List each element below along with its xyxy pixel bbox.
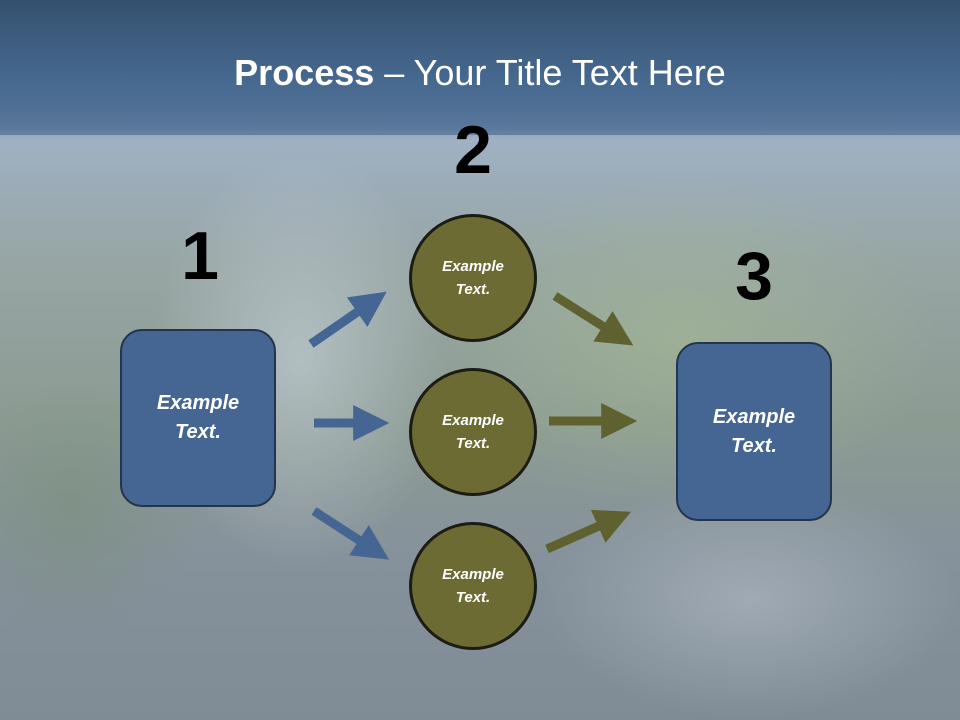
arrow-blue-up: [308, 291, 387, 348]
slide-title: Process – Your Title Text Here: [0, 52, 960, 94]
circle-bottom-text: Example Text.: [442, 565, 504, 606]
arrow-olive-up: [545, 509, 632, 554]
circle-bottom[interactable]: Example Text.: [409, 522, 537, 650]
title-bar: [0, 0, 960, 135]
title-bold: Process: [234, 52, 375, 93]
step-number-1: 1: [181, 218, 219, 294]
right-box-text: Example Text.: [712, 405, 796, 457]
right-box[interactable]: Example Text.: [676, 342, 832, 521]
circle-middle[interactable]: Example Text.: [409, 368, 537, 496]
circle-top[interactable]: Example Text.: [409, 214, 537, 342]
step-number-2: 2: [454, 112, 492, 188]
left-box-text: Example Text.: [156, 392, 240, 443]
arrow-blue-down: [311, 507, 390, 560]
left-box[interactable]: Example Text.: [120, 329, 276, 507]
circle-middle-text: Example Text.: [442, 411, 504, 452]
circle-top-text: Example Text.: [442, 257, 504, 298]
arrow-olive-down: [552, 292, 634, 346]
step-number-3: 3: [735, 238, 773, 314]
title-rest: – Your Title Text Here: [374, 52, 726, 93]
